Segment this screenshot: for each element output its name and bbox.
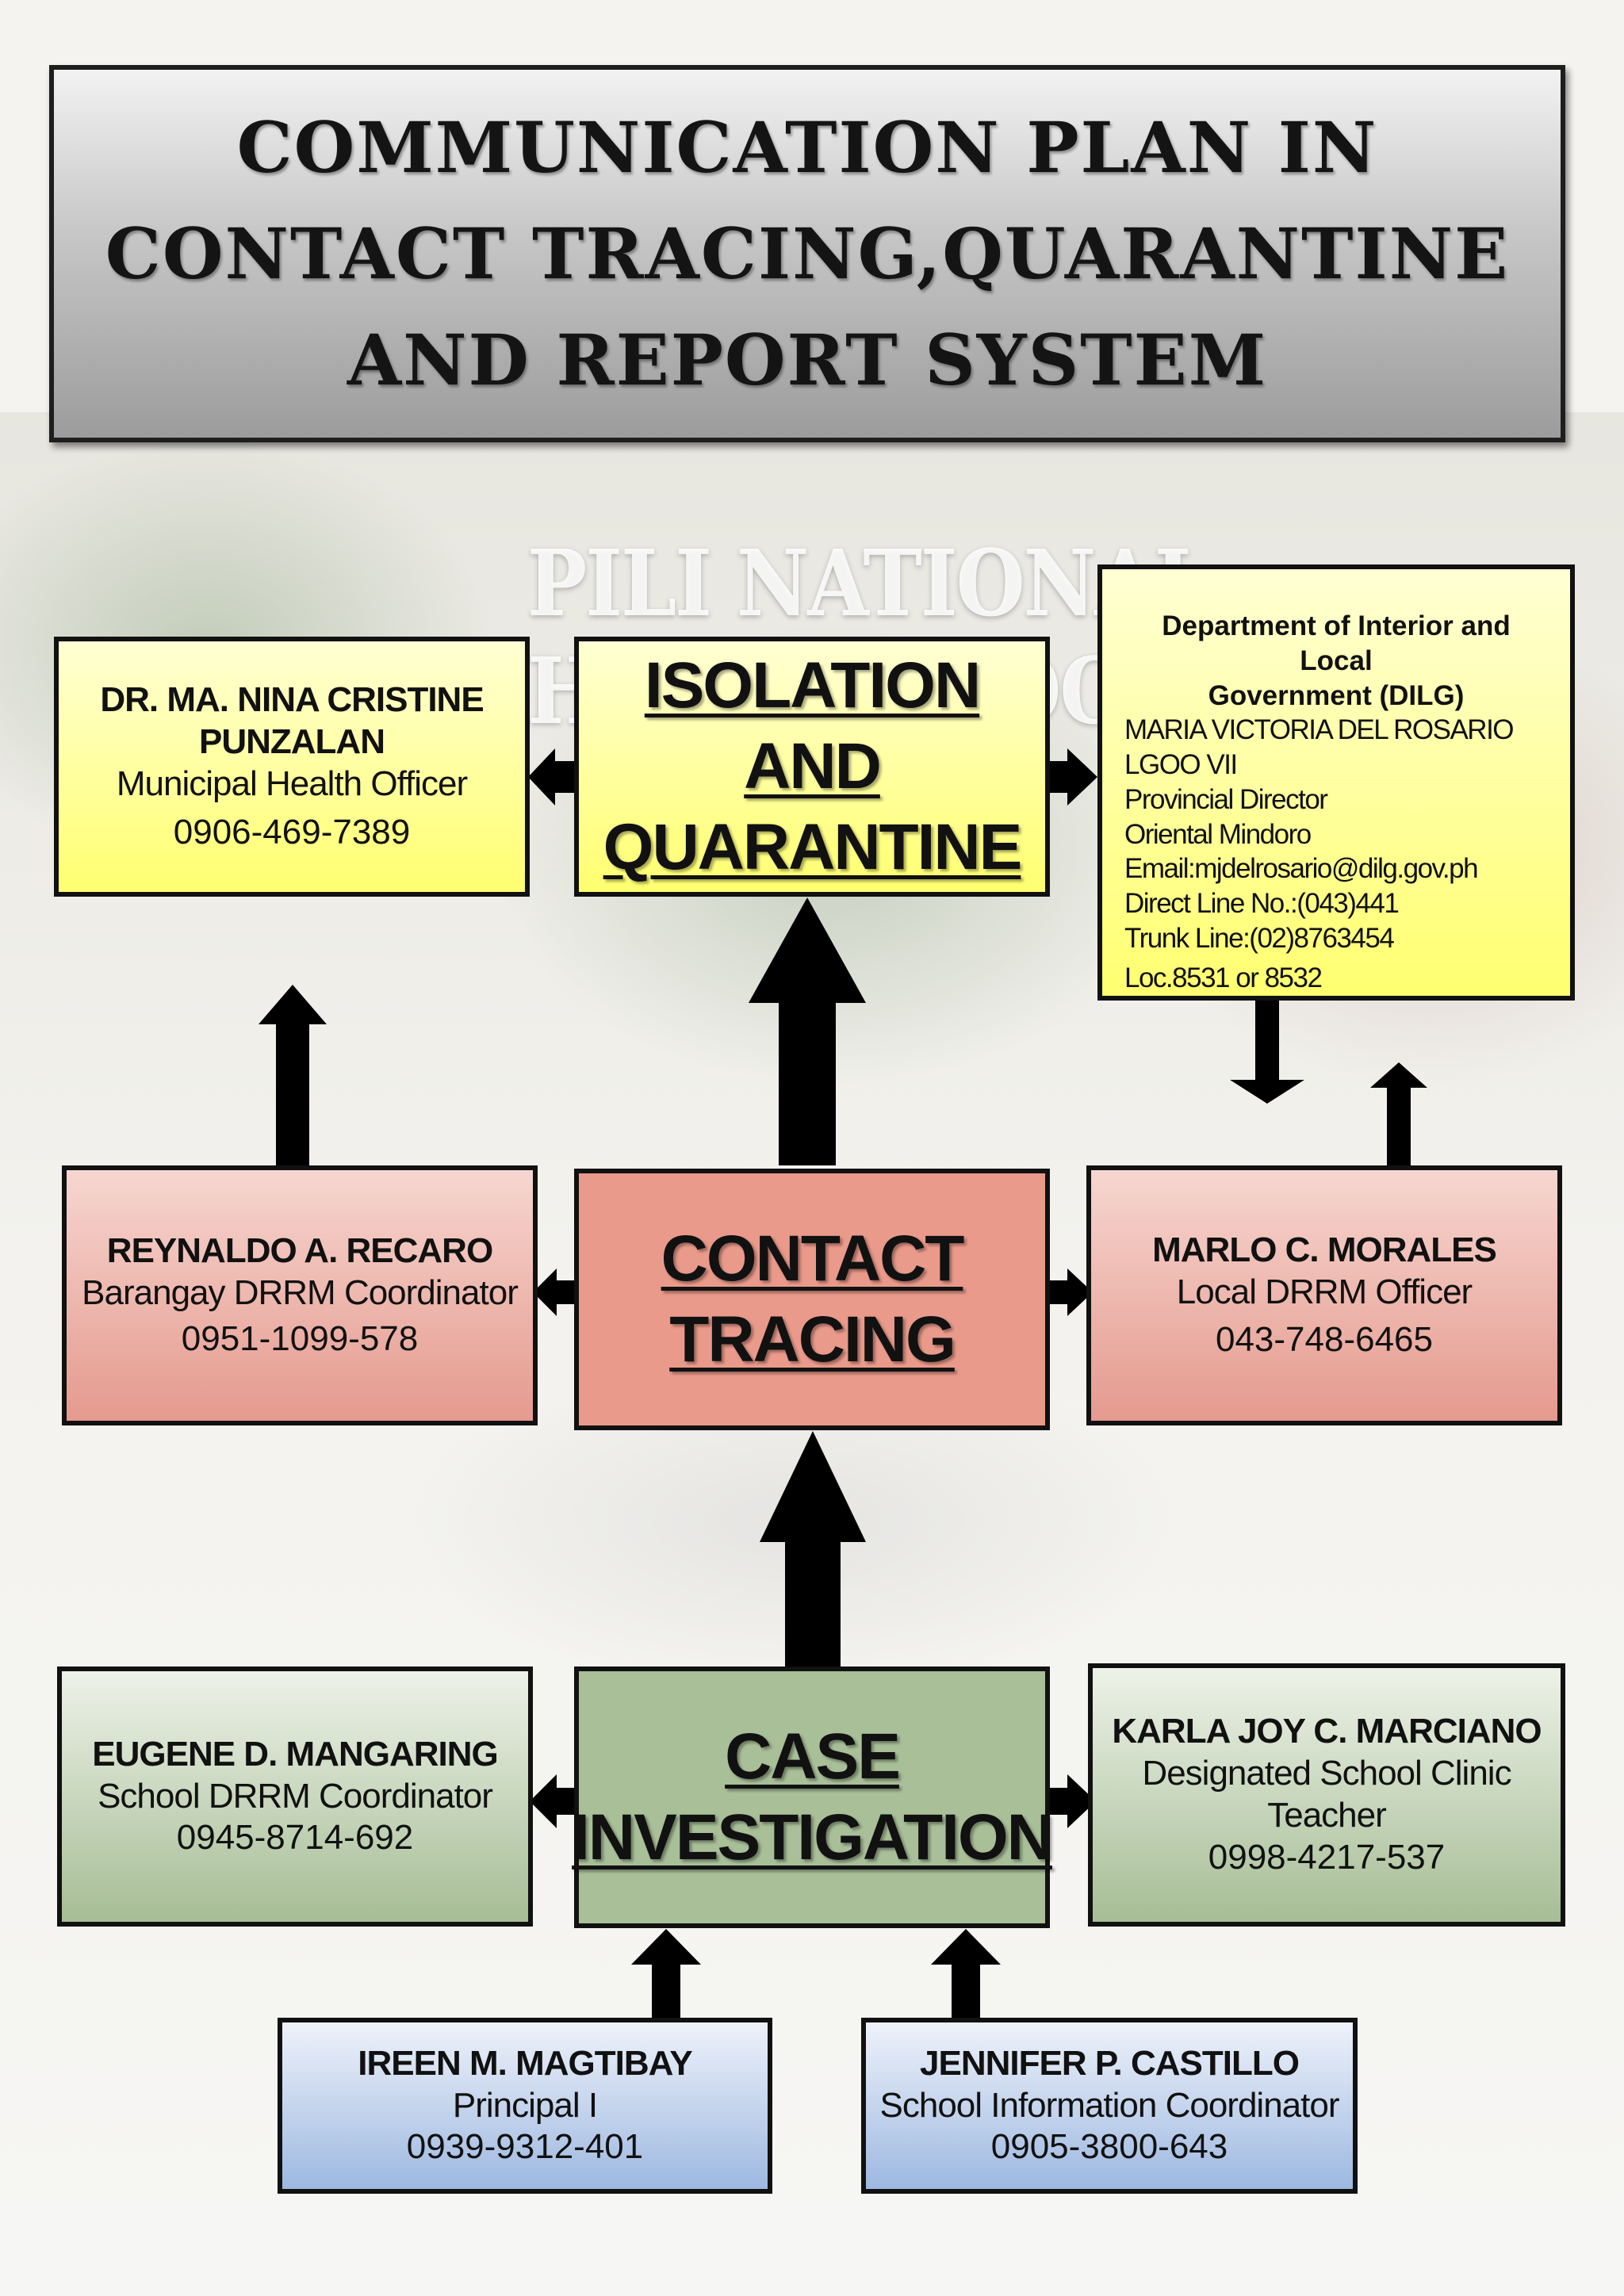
title-line-3: AND REPORT SYSTEM [347, 319, 1268, 401]
contact-card-information-coordinator: JENNIFER P. CASTILLO School Information … [861, 2018, 1358, 2194]
stage-isolation-quarantine: ISOLATION AND QUARANTINE [574, 637, 1050, 897]
contact-phone: 0939-9312-401 [406, 2127, 644, 2167]
contact-card-principal: IREEN M. MAGTIBAY Principal I 0939-9312-… [278, 2018, 772, 2194]
title-banner: COMMUNICATION PLAN IN CONTACT TRACING,QU… [49, 65, 1565, 442]
dilg-line: Oriental Mindoro [1124, 818, 1312, 850]
contact-phone: 0998-4217-537 [1208, 1837, 1446, 1877]
contact-card-health-officer: DR. MA. NINA CRISTINE PUNZALAN Municipal… [54, 637, 530, 897]
dilg-line: LGOO VII [1124, 749, 1238, 780]
contact-phone: 0905-3800-643 [990, 2127, 1228, 2167]
dilg-local-line: Loc.8531 or 8532 [1124, 962, 1323, 993]
contact-card-school-drrm: EUGENE D. MANGARING School DRRM Coordina… [57, 1667, 533, 1927]
stage-title-line-1: CONTACT [661, 1223, 965, 1295]
dilg-heading-line-1: Department of Interior and Local [1162, 610, 1511, 676]
contact-role: School DRRM Coordinator [98, 1776, 493, 1816]
dilg-heading-line-2: Government (DILG) [1208, 679, 1465, 711]
arrow-contact-to-isolation [749, 897, 866, 1165]
contact-name: EUGENE D. MANGARING [92, 1734, 498, 1774]
contact-card-local-drrm: MARLO C. MORALES Local DRRM Officer 043-… [1086, 1165, 1562, 1425]
dilg-line: MARIA VICTORIA DEL ROSARIO [1124, 714, 1515, 746]
contact-name: IREEN M. MAGTIBAY [358, 2043, 692, 2083]
stage-title-line-2: QUARANTINE [603, 810, 1023, 883]
contact-name-line-1: DR. MA. NINA CRISTINE [100, 680, 484, 720]
dilg-email: Email:mjdelrosario@dilg.gov.ph [1124, 853, 1479, 885]
contact-role: Barangay DRRM Coordinator [82, 1272, 519, 1312]
contact-role: Municipal Health Officer [116, 764, 468, 803]
dilg-trunk-line: Trunk Line:(02)8763454 [1124, 922, 1395, 954]
dilg-direct-line: Direct Line No.:(043)441 [1124, 888, 1400, 919]
contact-name: REYNALDO A. RECARO [106, 1230, 493, 1270]
contact-role: School Information Coordinator [879, 2085, 1340, 2125]
arrow-principal-to-case [631, 1929, 701, 2018]
arrow-case-to-schooldrrm [530, 1774, 576, 1828]
contact-card-dilg: Department of Interior and Local Governm… [1097, 564, 1575, 1001]
contact-name-line-2: PUNZALAN [199, 722, 385, 762]
contact-role-line-2: Teacher [1267, 1796, 1387, 1835]
arrow-info-to-case [931, 1929, 1001, 2018]
title-line-1: COMMUNICATION PLAN IN [236, 106, 1378, 189]
title-line-2: CONTACT TRACING,QUARANTINE [105, 212, 1510, 295]
contact-card-clinic-teacher: KARLA JOY C. MARCIANO Designated School … [1088, 1663, 1565, 1927]
stage-title-line-2: TRACING [669, 1303, 956, 1376]
stage-contact-tracing: CONTACT TRACING [574, 1169, 1050, 1430]
contact-name: KARLA JOY C. MARCIANO [1112, 1712, 1542, 1751]
contact-phone: 0951-1099-578 [181, 1319, 419, 1359]
contact-role: Principal I [452, 2085, 598, 2125]
arrow-dilg-to-local [1230, 1001, 1304, 1104]
stage-title-line-2: INVESTIGATION [572, 1801, 1054, 1873]
stage-title-line-1: CASE [725, 1720, 901, 1793]
arrow-barangay-to-health [259, 985, 327, 1165]
contact-role-line-1: Designated School Clinic [1142, 1754, 1511, 1793]
contact-name: JENNIFER P. CASTILLO [920, 2043, 1300, 2083]
arrow-isolation-to-dilg [1047, 748, 1097, 806]
contact-phone: 0906-469-7389 [173, 812, 411, 851]
contact-role: Local DRRM Officer [1176, 1272, 1473, 1311]
arrow-case-to-contact [760, 1431, 866, 1669]
stage-title-line-1: ISOLATION AND [644, 649, 981, 803]
arrow-local-to-dilg [1370, 1062, 1427, 1165]
contact-name: MARLO C. MORALES [1152, 1230, 1497, 1269]
contact-card-barangay-drrm: REYNALDO A. RECARO Barangay DRRM Coordin… [62, 1165, 538, 1425]
arrow-contact-to-barangay [533, 1269, 576, 1316]
stage-case-investigation: CASE INVESTIGATION [572, 1667, 1054, 1928]
arrow-case-to-clinic [1047, 1774, 1096, 1828]
arrow-contact-to-local [1047, 1269, 1093, 1316]
arrow-isolation-to-health [528, 748, 576, 806]
dilg-line: Provincial Director [1124, 783, 1328, 815]
contact-phone: 043-748-6465 [1215, 1320, 1433, 1360]
contact-phone: 0945-8714-692 [176, 1818, 414, 1858]
